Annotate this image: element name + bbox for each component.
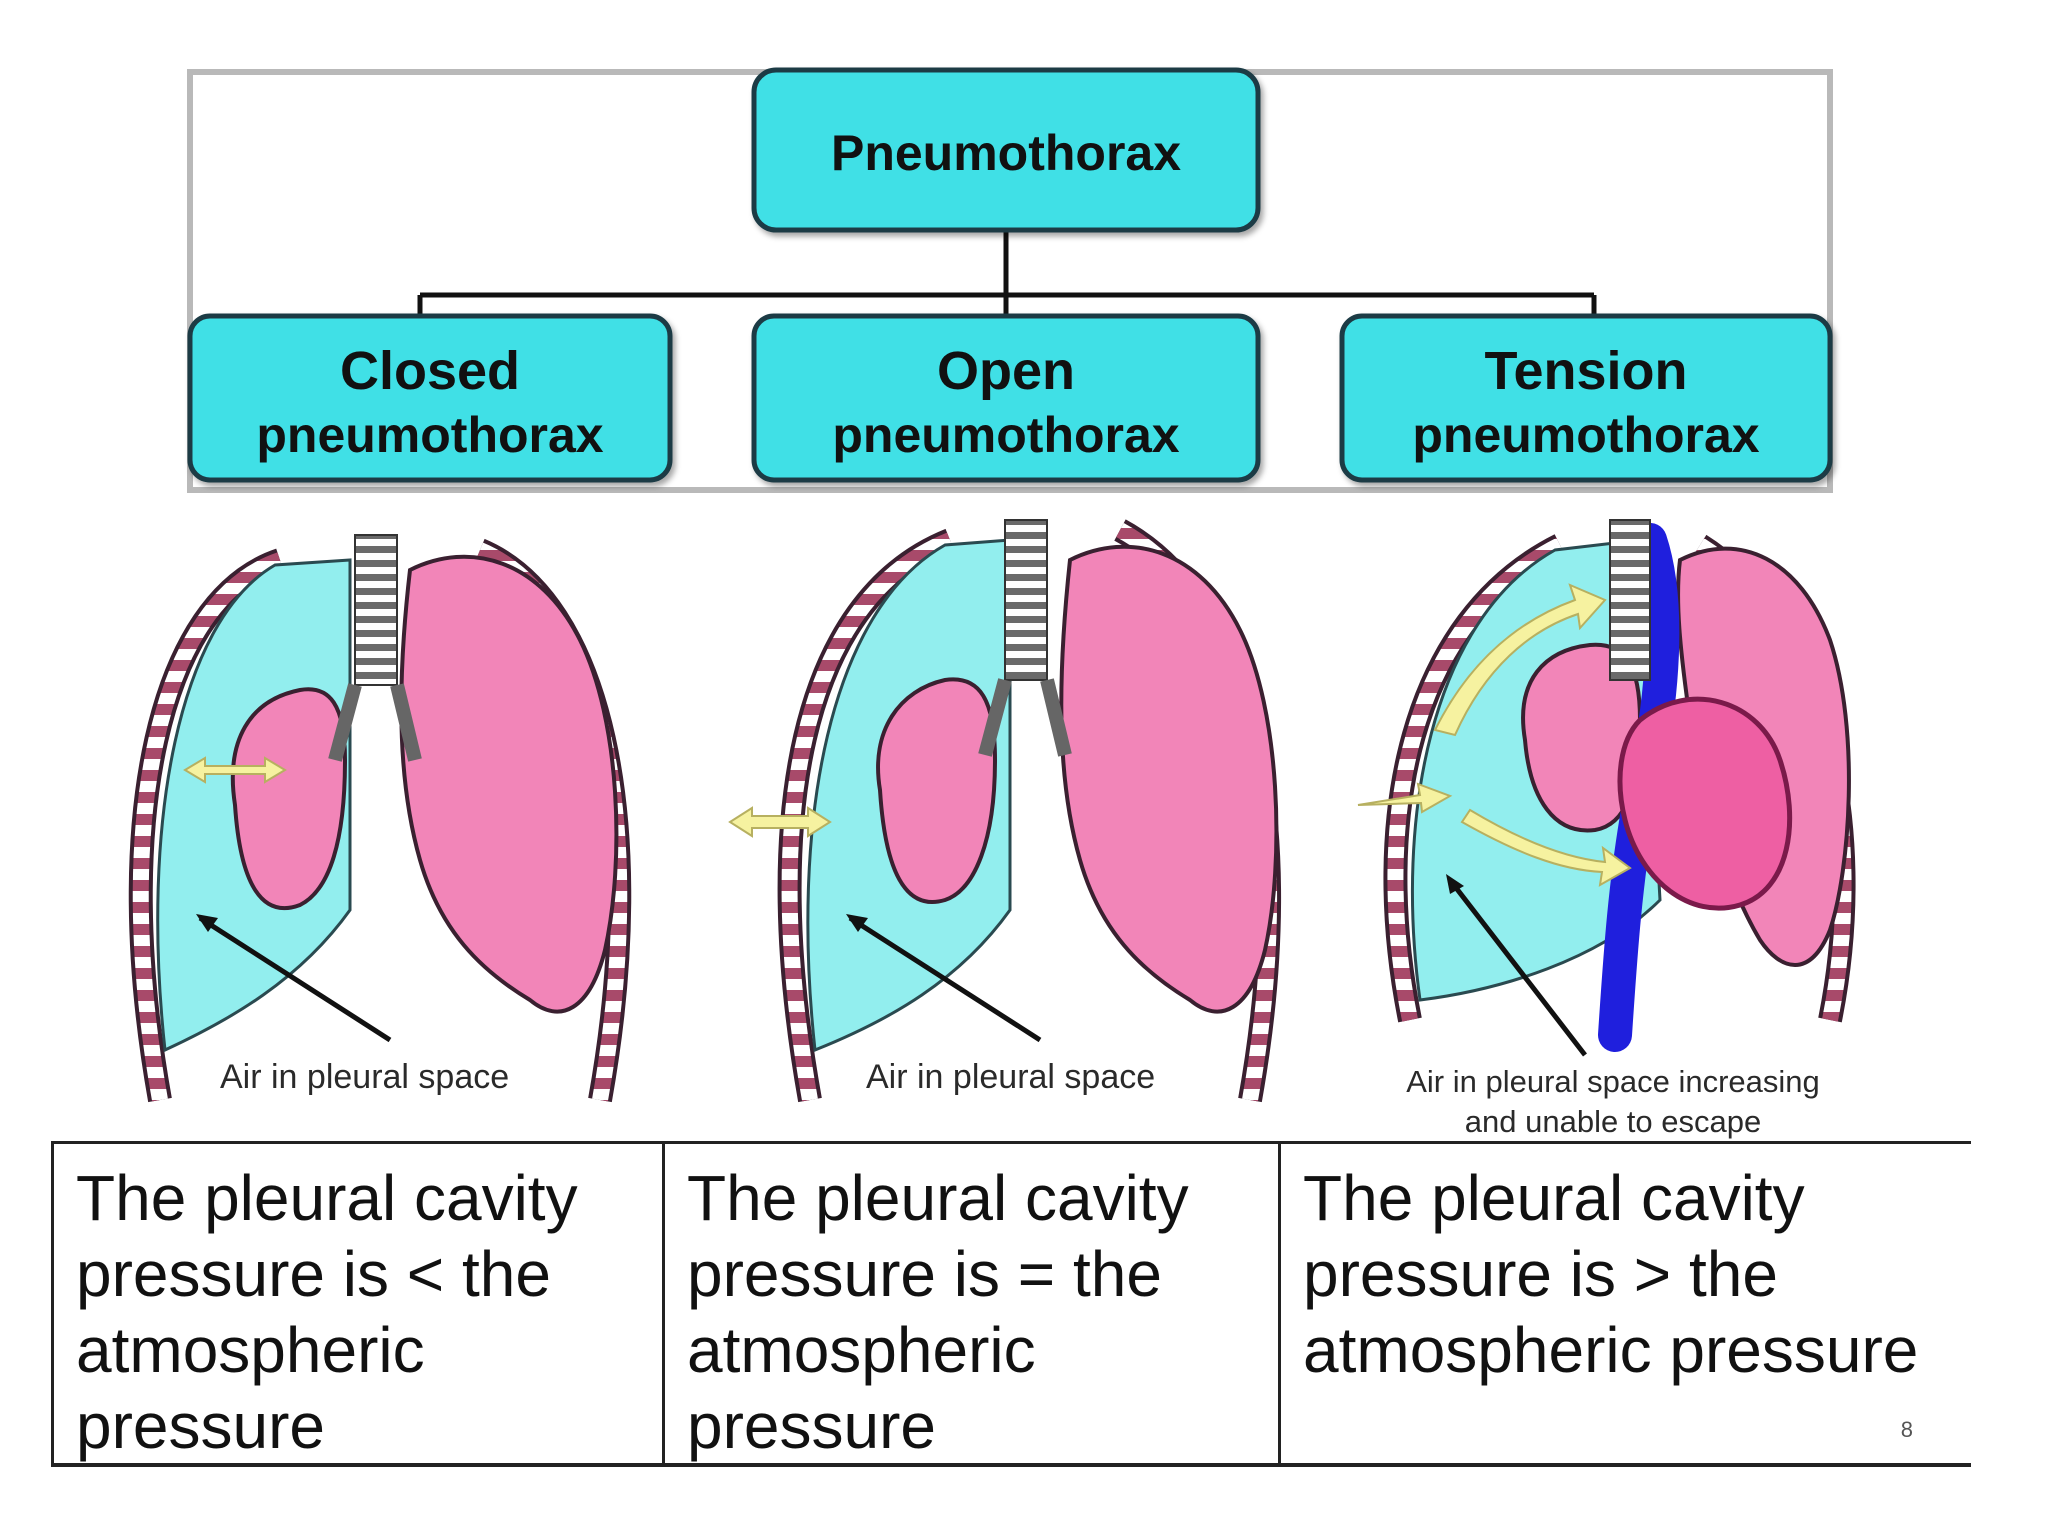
- arrow-up-tension: [1433, 583, 1607, 737]
- open-title: Open: [936, 341, 1075, 401]
- heart: [1617, 696, 1793, 911]
- open-box: [751, 313, 1261, 483]
- caption-tension-line1: Air in pleural space increasing: [1406, 1064, 1820, 1099]
- closed-illustration: [128, 534, 632, 1103]
- caption-tension-line2: and unable to escape: [1464, 1104, 1762, 1139]
- healthy-lung-open: [1059, 544, 1279, 1014]
- caption-closed: Air in pleural space: [220, 1058, 510, 1096]
- open-illustration: [728, 519, 1282, 1103]
- caption-open: Air in pleural space: [866, 1058, 1156, 1096]
- double-arrow-closed: [183, 756, 287, 784]
- pressure-table: The pleural cavity pressure is < the atm…: [51, 1141, 1971, 1467]
- table-cell-closed: The pleural cavity pressure is < the atm…: [51, 1144, 665, 1463]
- closed-box: [187, 313, 673, 483]
- table-cell-tension: The pleural cavity pressure is > the atm…: [1303, 1162, 1919, 1386]
- collapsed-lung-closed: [230, 687, 348, 911]
- tension-box: [1339, 313, 1833, 483]
- closed-title: Closed: [339, 341, 521, 401]
- open-subtitle: pneumothorax: [832, 407, 1180, 463]
- arrow-in-tension: [1357, 782, 1453, 814]
- double-arrow-open: [728, 806, 832, 838]
- table-cell-open: The pleural cavity pressure is = the atm…: [665, 1144, 1281, 1463]
- root-label: Pneumothorax: [830, 125, 1182, 181]
- arrow-right-tension: [1460, 808, 1632, 887]
- closed-subtitle: pneumothorax: [256, 407, 604, 463]
- healthy-lung-closed: [399, 554, 619, 1014]
- hierarchy-connectors: [417, 230, 1597, 316]
- root-box: [751, 67, 1261, 233]
- slide-number: 8: [1900, 1417, 1913, 1442]
- collapsed-lung-open: [876, 677, 998, 904]
- tension-title: Tension: [1484, 341, 1688, 401]
- tension-illustration: [1357, 519, 1856, 1057]
- tension-subtitle: pneumothorax: [1412, 407, 1760, 463]
